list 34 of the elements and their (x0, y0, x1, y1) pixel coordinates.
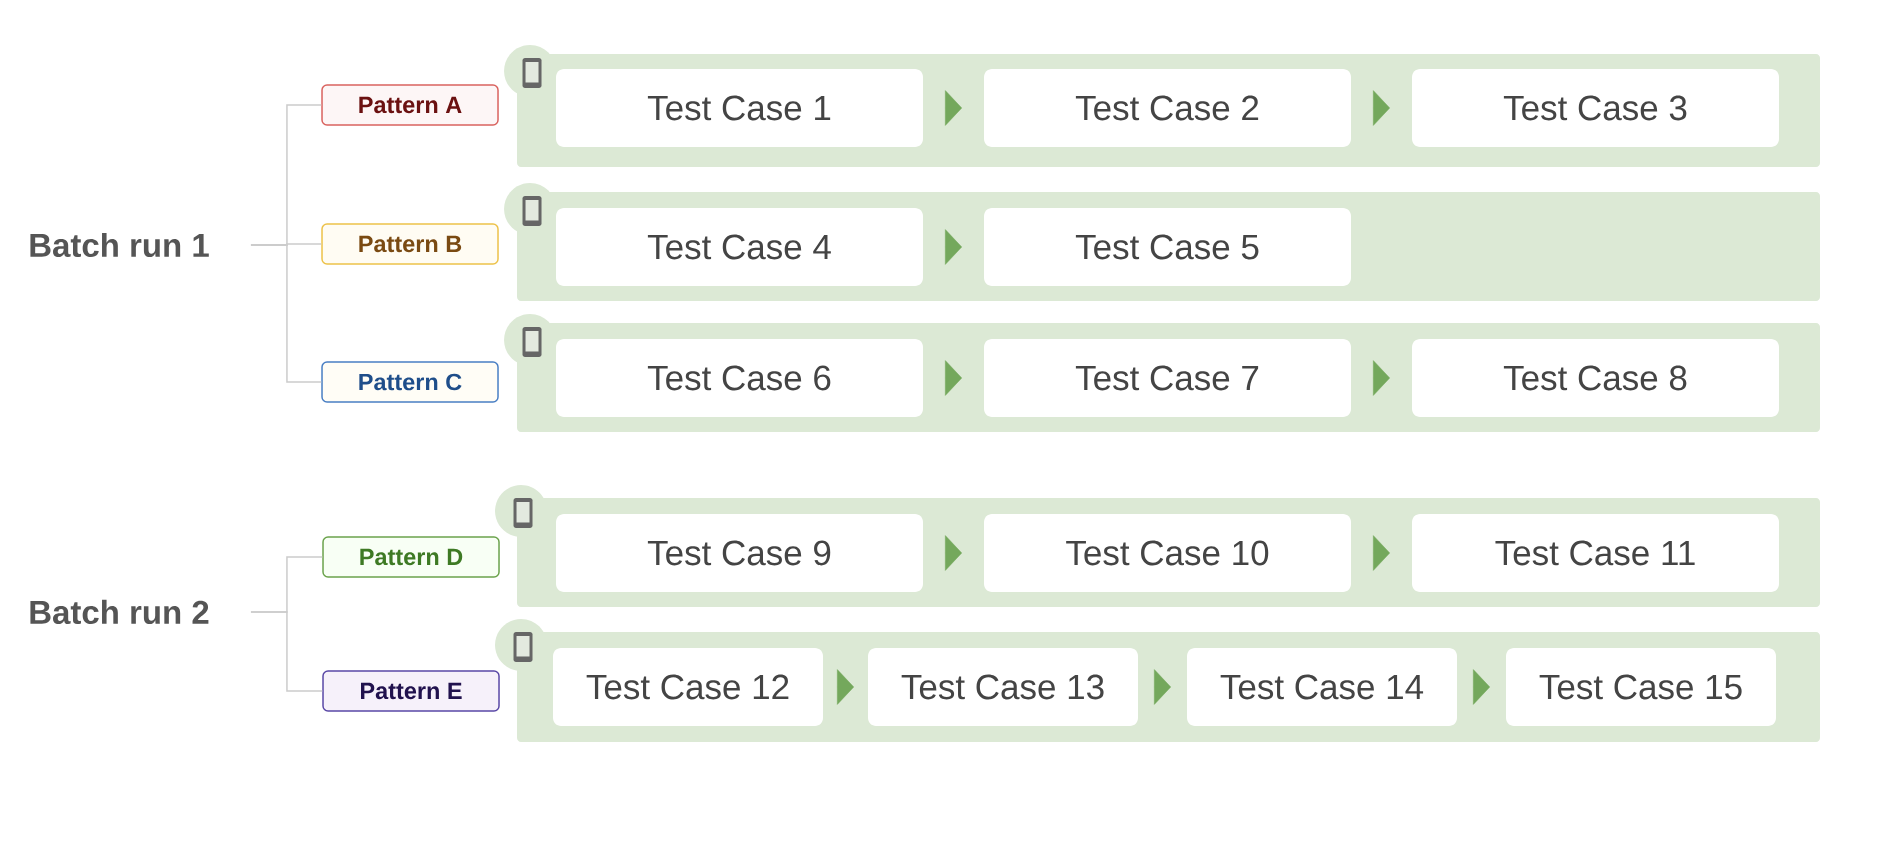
step-box: Test Case 6 (556, 339, 923, 417)
group-heading: Batch run 2 (30, 599, 209, 625)
tag-box: Pattern E (322, 670, 500, 712)
step-box: Test Case 15 (1506, 648, 1776, 726)
connector-line (250, 244, 322, 383)
tag-box: Pattern D (322, 536, 500, 578)
step-box: Test Case 1 (556, 69, 923, 147)
arrow (836, 669, 854, 705)
tag-box: Pattern C (321, 361, 499, 403)
arrow (944, 229, 962, 265)
tag-box: Pattern A (321, 84, 499, 126)
tag-box: Pattern B (321, 223, 499, 265)
arrow (1372, 90, 1390, 126)
group-heading: Batch run 1 (30, 232, 209, 258)
step-box: Test Case 3 (1412, 69, 1779, 147)
step-box: Test Case 5 (984, 208, 1351, 286)
step-box: Test Case 4 (556, 208, 923, 286)
step-box: Test Case 8 (1412, 339, 1779, 417)
step-box: Test Case 7 (984, 339, 1351, 417)
step-box: Test Case 13 (868, 648, 1138, 726)
arrow (1372, 535, 1390, 571)
step-box: Test Case 9 (556, 514, 923, 592)
arrow (1372, 360, 1390, 396)
arrow (944, 360, 962, 396)
arrow (1153, 669, 1171, 705)
step-box: Test Case 11 (1412, 514, 1779, 592)
arrow (944, 90, 962, 126)
step-box: Test Case 2 (984, 69, 1351, 147)
step-box: Test Case 12 (553, 648, 823, 726)
step-box: Test Case 10 (984, 514, 1351, 592)
arrow (944, 535, 962, 571)
step-box: Test Case 14 (1187, 648, 1457, 726)
connector-line (250, 611, 323, 692)
arrow (1472, 669, 1490, 705)
